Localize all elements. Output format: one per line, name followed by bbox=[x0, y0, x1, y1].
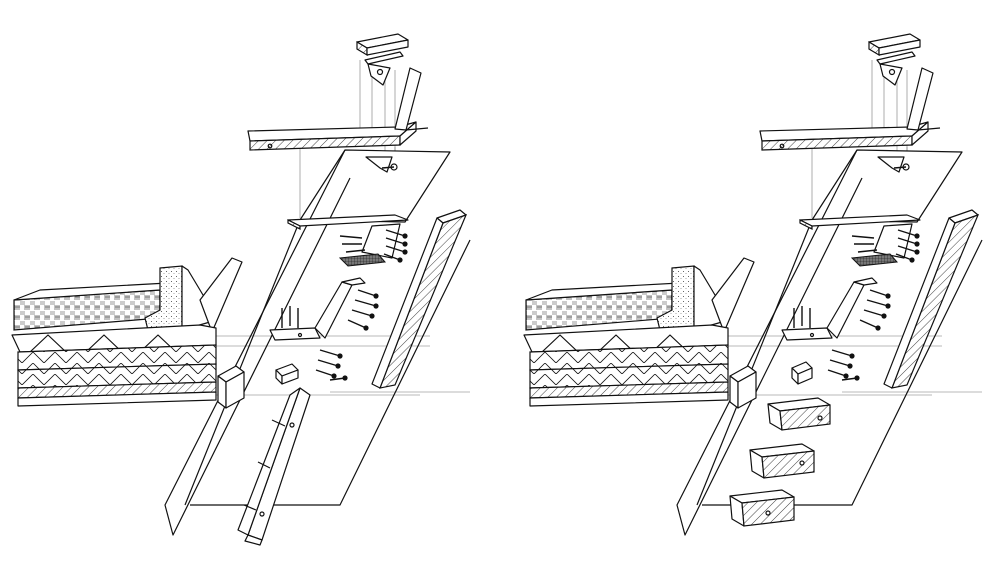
stacked-blocks bbox=[729, 361, 831, 527]
panel-left bbox=[11, 33, 471, 546]
single-long-block bbox=[237, 363, 311, 546]
panel-right bbox=[523, 33, 983, 536]
